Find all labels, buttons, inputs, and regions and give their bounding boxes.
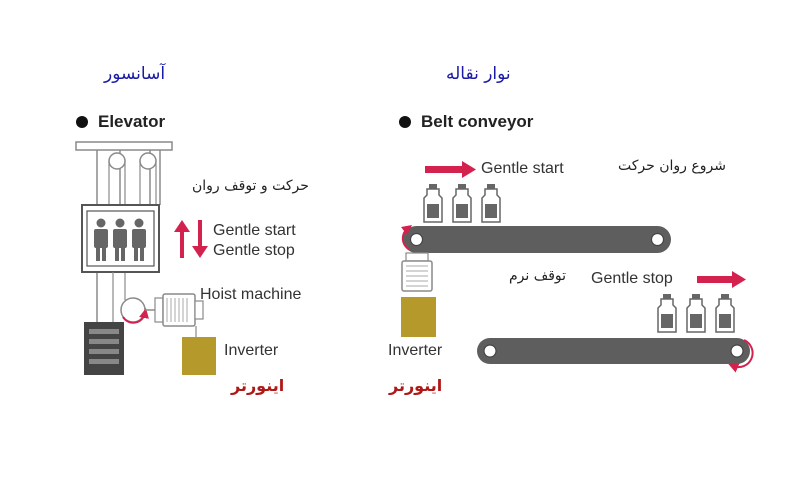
elevator-inverter-label: Inverter [224,342,279,359]
arrow-right-icon [697,271,746,288]
elevator-persian-motion-label: حرکت و توقف روان [192,178,309,194]
elevator-diagram [75,116,216,375]
bottle-icon [452,184,472,223]
elevator-gentle-stop-label: Gentle stop [213,242,295,259]
elevator-persian-title: آسانسور [104,64,166,84]
motor-icon [154,293,204,327]
rotation-arrow-icon [400,224,412,251]
elevator-gentle-start-label: Gentle start [213,222,296,239]
conveyor-persian-title: نوار نقاله [446,64,511,84]
arrow-right-icon [425,161,476,178]
rotation-arrow-icon [728,339,754,373]
elevator-title: Elevator [98,112,166,131]
upper-belt [403,226,671,253]
elevator-top-beam [75,141,173,151]
hoist-machine-label: Hoist machine [200,286,302,303]
elevator-inverter-box [182,337,216,375]
double-arrow-icon [174,220,208,258]
person-icon [94,218,108,261]
person-icon [113,218,127,261]
rotation-arrow-icon [122,308,149,324]
lower-belt [477,338,750,364]
conveyor-gentle-start-label: Gentle start [481,160,564,177]
motor-icon [401,252,433,292]
bullet-icon [399,116,411,128]
conveyor-persian-stop-label: توقف نرم [509,268,567,284]
bottle-icon [423,184,443,223]
conveyor-persian-start-label: شروع روان حرکت [618,158,726,174]
conveyor-inverter-label: Inverter [388,342,443,359]
bottle-icon [481,184,501,223]
elevator-persian-inverter-label: اینورتر [231,376,285,395]
conveyor-title: Belt conveyor [421,112,534,131]
conveyor-inverter-box [401,297,436,337]
pulley-icon [108,152,126,170]
conveyor-gentle-stop-label: Gentle stop [591,270,673,287]
bullet-icon [76,116,88,128]
conveyor-diagram [399,116,754,373]
pulley-icon [139,152,157,170]
bottle-icon [686,294,706,333]
conveyor-persian-inverter-label: اینورتر [389,376,443,395]
bottle-icon [657,294,677,333]
bottle-icon [715,294,735,333]
person-icon [132,218,146,261]
